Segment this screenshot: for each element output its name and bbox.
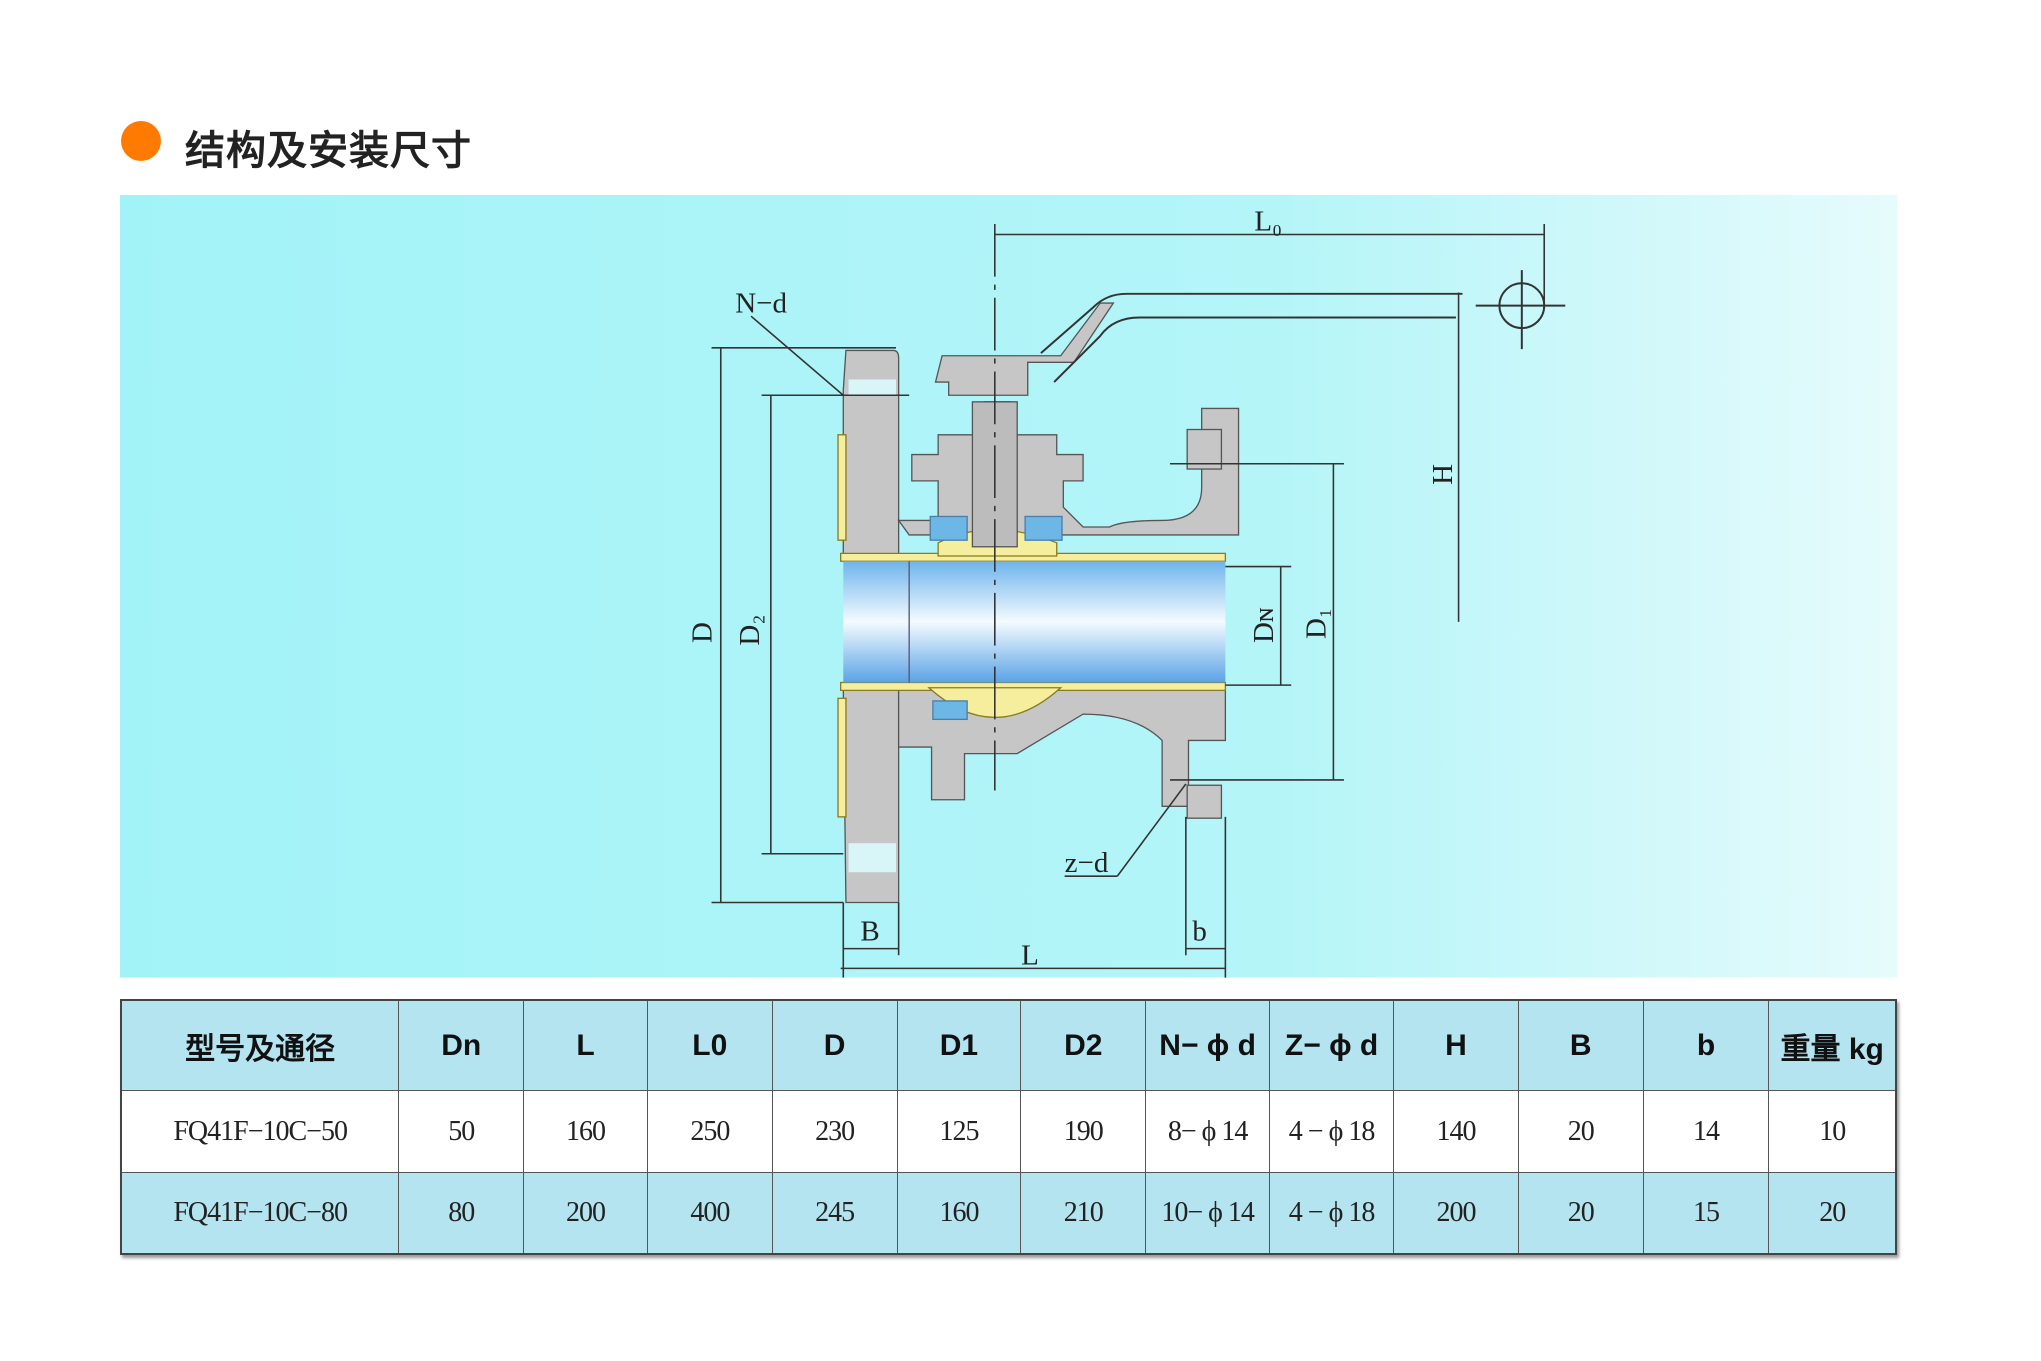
table-cell: 125 xyxy=(896,1090,1022,1173)
table-cell: 400 xyxy=(646,1172,773,1255)
header-cell: b xyxy=(1642,999,1770,1091)
table-cell: 200 xyxy=(1393,1172,1519,1255)
right-flange-top xyxy=(1186,428,1223,470)
header-cell: L0 xyxy=(646,999,773,1091)
table-cell: 15 xyxy=(1642,1172,1770,1255)
label-B: B xyxy=(860,916,879,948)
label-D: D xyxy=(687,622,719,643)
table-row: FQ41F−10C−50 50 160 250 230 125 190 8− ϕ… xyxy=(120,1090,1897,1173)
section-title: 结构及安装尺寸 xyxy=(185,128,472,174)
table-cell: 160 xyxy=(523,1090,648,1173)
header-cell: D1 xyxy=(896,999,1022,1091)
header-cell: N− ϕ d xyxy=(1145,999,1271,1091)
label-b: b xyxy=(1192,916,1206,948)
header-cell: 型号及通径 xyxy=(120,999,400,1091)
header-cell: D xyxy=(771,999,898,1091)
table-cell: 200 xyxy=(523,1172,648,1255)
header-cell: Z− ϕ d xyxy=(1269,999,1395,1091)
table-cell: 20 xyxy=(1768,1172,1897,1255)
label-L: L xyxy=(1021,939,1039,971)
table-cell: 210 xyxy=(1020,1172,1147,1255)
table-cell: 4 − ϕ 18 xyxy=(1269,1172,1395,1255)
table-cell: 8− ϕ 14 xyxy=(1145,1090,1271,1173)
table-cell: 4 − ϕ 18 xyxy=(1269,1090,1395,1173)
table-cell: 14 xyxy=(1642,1090,1770,1173)
header-cell: 重量 kg xyxy=(1768,999,1897,1091)
table-cell: 10 xyxy=(1768,1090,1897,1173)
bolt-hole xyxy=(848,379,896,396)
table-row: FQ41F−10C−80 80 200 400 245 160 210 10− … xyxy=(120,1172,1897,1255)
table-cell: 190 xyxy=(1020,1090,1147,1173)
header-cell: H xyxy=(1393,999,1519,1091)
table-cell: 245 xyxy=(771,1172,898,1255)
header-cell: L xyxy=(523,999,648,1091)
table-cell: 50 xyxy=(398,1090,525,1173)
bolt-hole xyxy=(848,843,896,873)
table-cell: 230 xyxy=(771,1090,898,1173)
table-cell: 80 xyxy=(398,1172,525,1255)
header-cell: D2 xyxy=(1020,999,1147,1091)
seat-rings xyxy=(929,515,1063,721)
table-cell: 20 xyxy=(1517,1090,1644,1173)
table-cell: 250 xyxy=(646,1090,773,1173)
table-cell: FQ41F−10C−80 xyxy=(120,1172,400,1255)
table-header-row: 型号及通径 Dn L L0 D D1 D2 N− ϕ d Z− ϕ d H B … xyxy=(120,999,1897,1091)
section-bullet-icon xyxy=(121,121,161,161)
handle xyxy=(1040,270,1566,383)
table-cell: 140 xyxy=(1393,1090,1519,1173)
label-L0: L₀ xyxy=(1254,206,1282,238)
dimension-lines xyxy=(711,223,1546,978)
label-z-d: z−d xyxy=(1065,847,1109,879)
table-cell: 20 xyxy=(1517,1172,1644,1255)
label-D2: D₂ xyxy=(734,615,766,646)
label-DN: Dɴ xyxy=(1248,607,1280,643)
label-H: H xyxy=(1427,464,1459,485)
table-cell: 160 xyxy=(896,1172,1022,1255)
header-cell: B xyxy=(1517,999,1644,1091)
table-cell: FQ41F−10C−50 xyxy=(120,1090,400,1173)
right-flange-bottom xyxy=(1186,784,1223,819)
label-D1: D₁ xyxy=(1301,608,1333,639)
pipe-bore xyxy=(843,561,1226,683)
label-N-d: N−d xyxy=(735,287,787,319)
table-cell: 10− ϕ 14 xyxy=(1145,1172,1271,1255)
header-cell: Dn xyxy=(398,999,525,1091)
dimension-table: 型号及通径 Dn L L0 D D1 D2 N− ϕ d Z− ϕ d H B … xyxy=(120,999,1897,1255)
